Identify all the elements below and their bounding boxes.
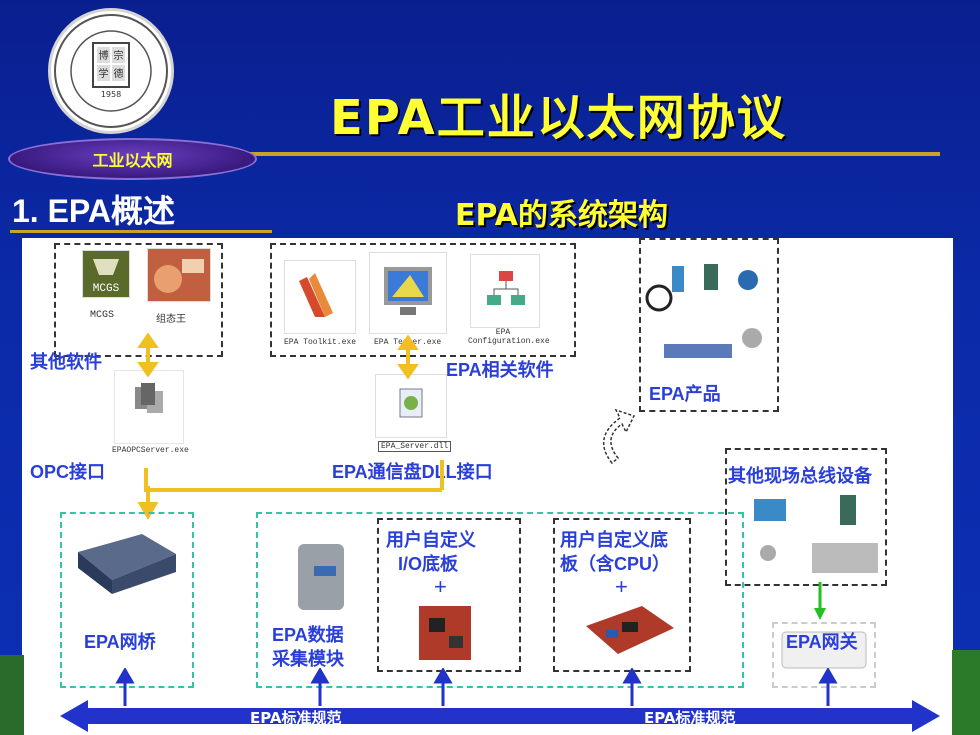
- other-software-box: [54, 243, 223, 357]
- cpu-board-icon: [586, 606, 674, 654]
- cpu-board-line2: 板（含CPU）: [560, 554, 671, 574]
- slide-title: EPA工业以太网协议: [330, 90, 787, 146]
- fieldbus-label: 其他现场总线设备: [728, 466, 872, 486]
- config-exe-label: EPA Configuration.exe: [468, 328, 550, 346]
- gateway-box: [772, 622, 876, 688]
- university-logo: 博 宗 学 德 1958: [48, 8, 174, 134]
- cpu-board-line1: 用户自定义底: [560, 530, 668, 550]
- svg-text:博: 博: [99, 49, 109, 62]
- title-divider: [245, 152, 940, 156]
- fieldbus-box: [725, 448, 887, 586]
- dll-file-label: EPA_Server.dll: [378, 441, 452, 452]
- svg-text:MCGS: MCGS: [93, 283, 120, 295]
- right-corner-decoration: [952, 650, 980, 735]
- io-board-box: [377, 518, 521, 672]
- toolkit-exe-label: EPA Toolkit.exe: [284, 338, 357, 347]
- configuration-icon: [470, 254, 540, 328]
- zutaiwang-icon: [147, 248, 211, 302]
- epa-products-label: EPA产品: [649, 384, 721, 404]
- epa-software-box: [270, 243, 576, 357]
- daq-label-line1: EPA数据: [272, 625, 344, 645]
- products-icons: [645, 264, 762, 358]
- cpu-plus: +: [615, 574, 628, 599]
- epa-products-box: [639, 238, 779, 412]
- gateway-device-icon: [781, 631, 867, 669]
- bridge-box: [60, 512, 194, 688]
- connector-lines: [137, 332, 636, 520]
- daq-module-icon: [298, 544, 344, 610]
- bus-connectors: [115, 668, 838, 706]
- fieldbus-icons: [754, 495, 878, 573]
- cpu-board-box: [553, 518, 691, 672]
- gateway-label: EPA网关: [786, 632, 858, 652]
- other-software-label: 其他软件: [30, 352, 102, 372]
- section-heading: 1. EPA概述: [12, 193, 176, 229]
- svg-text:宗: 宗: [114, 49, 124, 62]
- svg-text:德: 德: [114, 67, 124, 80]
- io-plus: +: [434, 574, 447, 599]
- architecture-diagram: MCGS MCGS 组态王 其他软件 EPAOPCServer.exe OPC接…: [22, 238, 953, 735]
- opc-interface-label: OPC接口: [30, 462, 106, 482]
- svg-text:学: 学: [99, 67, 109, 80]
- bus-label-left: EPA标准规范: [250, 709, 342, 727]
- section-badge: 工业以太网: [8, 138, 257, 180]
- tester-icon: [369, 252, 447, 334]
- section-badge-label: 工业以太网: [92, 151, 173, 170]
- io-board-icon: [419, 606, 471, 660]
- bridge-device-icon: [78, 534, 176, 594]
- opc-server-icon: [114, 370, 184, 444]
- gateway-arrow: [814, 582, 826, 620]
- toolkit-icon: [284, 260, 356, 334]
- bridge-label: EPA网桥: [84, 632, 156, 652]
- daq-label-line2: 采集模块: [272, 649, 344, 669]
- epa-software-label: EPA相关软件: [446, 360, 554, 380]
- opc-exe-label: EPAOPCServer.exe: [112, 446, 189, 455]
- mcgs-icon: MCGS: [82, 250, 130, 298]
- zutaiwang-label: 组态王: [156, 315, 186, 326]
- mcgs-label: MCGS: [90, 310, 115, 321]
- slide-subtitle: EPA的系统架构: [455, 198, 668, 233]
- svg-text:1958: 1958: [101, 90, 121, 99]
- section-underline: [10, 230, 272, 233]
- bus-label-right: EPA标准规范: [644, 709, 736, 727]
- left-corner-decoration: [0, 655, 24, 735]
- io-board-line1: 用户自定义: [386, 530, 476, 550]
- dll-interface-label: EPA通信盘DLL接口: [332, 462, 493, 482]
- daq-group-box: [256, 512, 744, 688]
- epa-bus-bar: [60, 700, 940, 732]
- io-board-line2: I/O底板: [398, 554, 459, 574]
